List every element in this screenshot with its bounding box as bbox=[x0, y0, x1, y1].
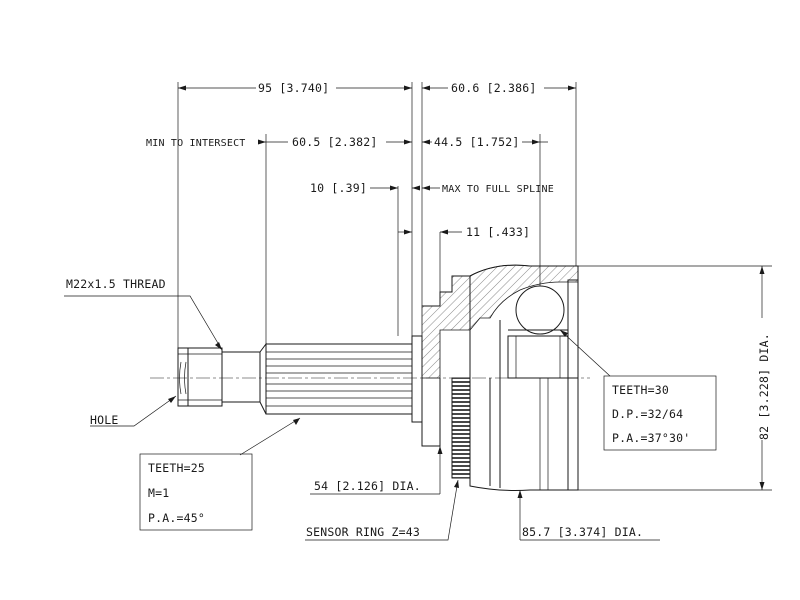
dim-82-dia: 82 [3.228] DIA. bbox=[757, 333, 771, 440]
dim-44-5: 44.5 [1.752] bbox=[434, 135, 519, 149]
outer-spline-pa: P.A.=45° bbox=[148, 511, 205, 525]
sensor-ring bbox=[451, 377, 471, 479]
dim-95: 95 [3.740] bbox=[258, 81, 329, 95]
callout-sensor-ring: SENSOR RING Z=43 bbox=[306, 525, 420, 539]
inner-spline-dp: D.P.=32/64 bbox=[612, 407, 683, 421]
label-max-to-full-spline: MAX TO FULL SPLINE bbox=[442, 184, 554, 195]
callout-hole: HOLE bbox=[90, 413, 119, 427]
dim-60-5: 60.5 [2.382] bbox=[292, 135, 377, 149]
outer-spline-module: M=1 bbox=[148, 486, 169, 500]
dim-54-dia: 54 [2.126] DIA. bbox=[314, 479, 421, 493]
dim-10: 10 [.39] bbox=[310, 181, 367, 195]
outer-spline-teeth: TEETH=25 bbox=[148, 461, 205, 475]
dimension-lines bbox=[177, 82, 772, 541]
dim-60-6: 60.6 [2.386] bbox=[451, 81, 536, 95]
inner-spline-teeth: TEETH=30 bbox=[612, 383, 669, 397]
splined-shaft bbox=[265, 335, 423, 423]
dim-11: 11 [.433] bbox=[466, 225, 530, 239]
inner-spline-pa: P.A.=37°30' bbox=[612, 431, 690, 445]
callout-thread: M22x1.5 THREAD bbox=[66, 277, 166, 291]
label-min-to-intersect: MIN TO INTERSECT bbox=[146, 138, 246, 149]
threaded-end bbox=[177, 342, 267, 415]
outer-spline-box bbox=[139, 453, 253, 531]
dim-85-7-dia: 85.7 [3.374] DIA. bbox=[522, 525, 643, 539]
inner-spline-box bbox=[603, 375, 717, 451]
callout-leaders bbox=[64, 295, 717, 531]
